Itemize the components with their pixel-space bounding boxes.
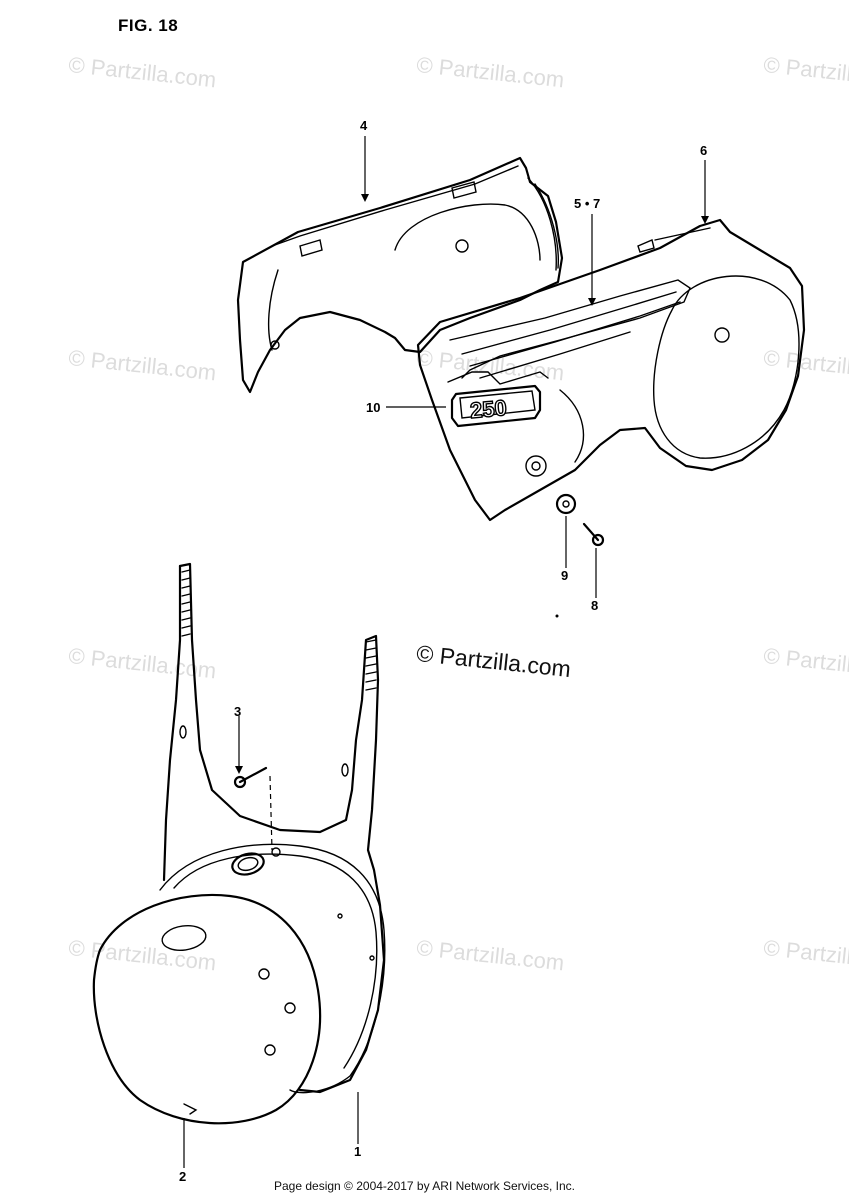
stray-dot [555, 614, 559, 618]
washer-part-9 [555, 493, 577, 515]
headlight-bracket-part-1 [159, 562, 386, 1094]
footer-copyright: Page design © 2004-2017 by ARI Network S… [273, 1179, 575, 1193]
leader-lines [183, 136, 709, 1168]
side-cover-part-6 [416, 218, 806, 522]
callout-1: 1 [354, 1144, 362, 1159]
callout-4: 4 [360, 118, 368, 133]
screw-part-8 [582, 522, 605, 547]
badge-250-text: 250 [469, 395, 508, 423]
headlight-rim-part-2 [92, 893, 322, 1125]
callout-9: 9 [561, 568, 569, 583]
callout-3: 3 [234, 704, 242, 719]
frame-cover-part-4 [236, 156, 564, 394]
callout-10: 10 [366, 400, 381, 415]
callout-6: 6 [700, 143, 708, 158]
callout-8: 8 [591, 598, 599, 613]
screw-part-3 [233, 766, 268, 789]
figure-label: FIG. 18 [118, 16, 179, 35]
callout-5-7: 5 • 7 [574, 196, 601, 211]
callout-2: 2 [179, 1169, 187, 1184]
